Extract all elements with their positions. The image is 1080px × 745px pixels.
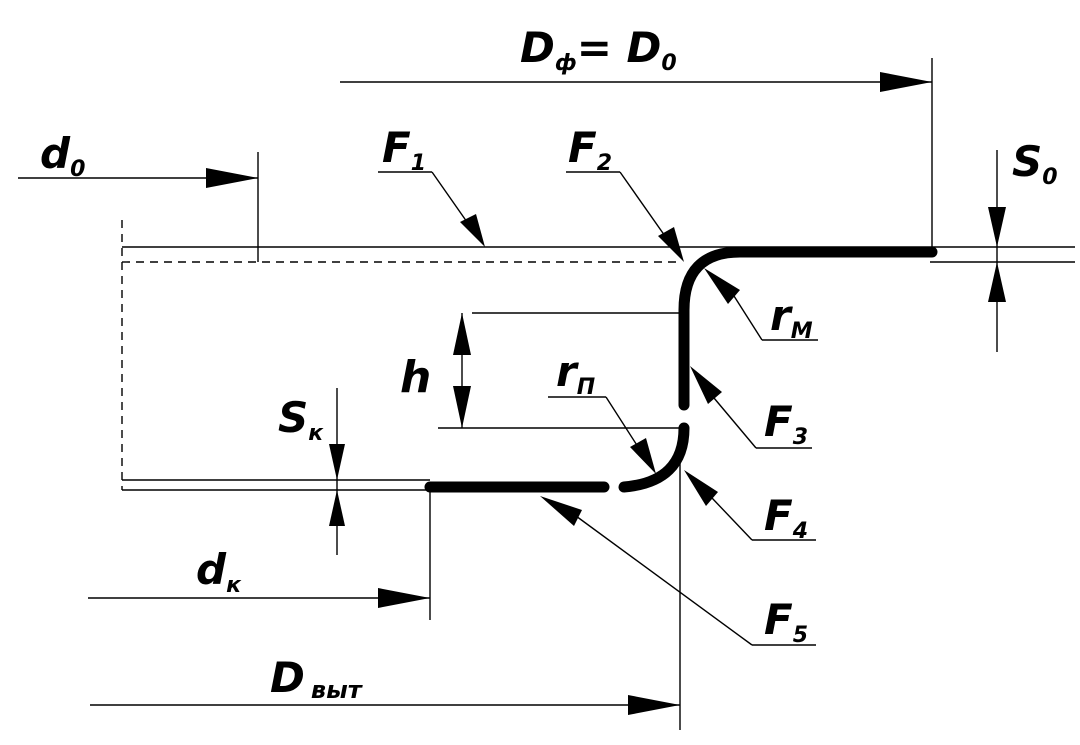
dim-arrow-sk-bottom	[329, 490, 345, 526]
leader-arrow-f4	[684, 470, 718, 506]
leader-arrow-f5	[540, 496, 582, 526]
profile-lower-bend	[618, 422, 690, 493]
leader-line-rp	[605, 396, 641, 451]
label-rp: rП	[556, 347, 595, 400]
label-d0: d0	[40, 129, 85, 182]
leader-line-f4	[711, 497, 753, 541]
dim-arrow-h-bottom	[453, 386, 471, 428]
label-h: h	[400, 352, 431, 403]
label-f1: F1	[382, 123, 426, 176]
label-sk: Sк	[278, 393, 324, 446]
leader-line-rm	[733, 295, 763, 341]
dim-arrow-dk	[378, 588, 430, 608]
label-f3: F3	[764, 397, 808, 450]
label-f5: F5	[764, 595, 808, 648]
label-df-d0: Dф= D0	[520, 23, 677, 76]
leader-line-f3	[713, 397, 757, 449]
label-f4: F4	[764, 491, 808, 544]
leader-arrow-f2	[658, 227, 684, 262]
dim-arrow-s0-top	[988, 207, 1006, 247]
leader-arrow-rp	[630, 438, 656, 474]
dim-arrow-df	[880, 72, 932, 92]
leader-arrow-rm	[704, 268, 740, 304]
dim-arrow-sk-top	[329, 444, 345, 480]
dim-arrow-h-top	[453, 313, 471, 355]
dim-arrow-s0-bottom	[988, 262, 1006, 302]
leader-arrow-f1	[460, 214, 485, 247]
leader-arrow-f3	[690, 366, 722, 404]
dim-arrow-dvyt	[628, 695, 680, 715]
label-rm: rМ	[770, 291, 813, 344]
label-dk: dк	[196, 545, 242, 598]
dim-arrow-d0	[206, 168, 258, 188]
leader-line-f5	[575, 515, 753, 646]
profile-upper-bend	[678, 246, 938, 411]
label-f2: F2	[568, 123, 612, 176]
label-s0: S0	[1012, 137, 1058, 190]
